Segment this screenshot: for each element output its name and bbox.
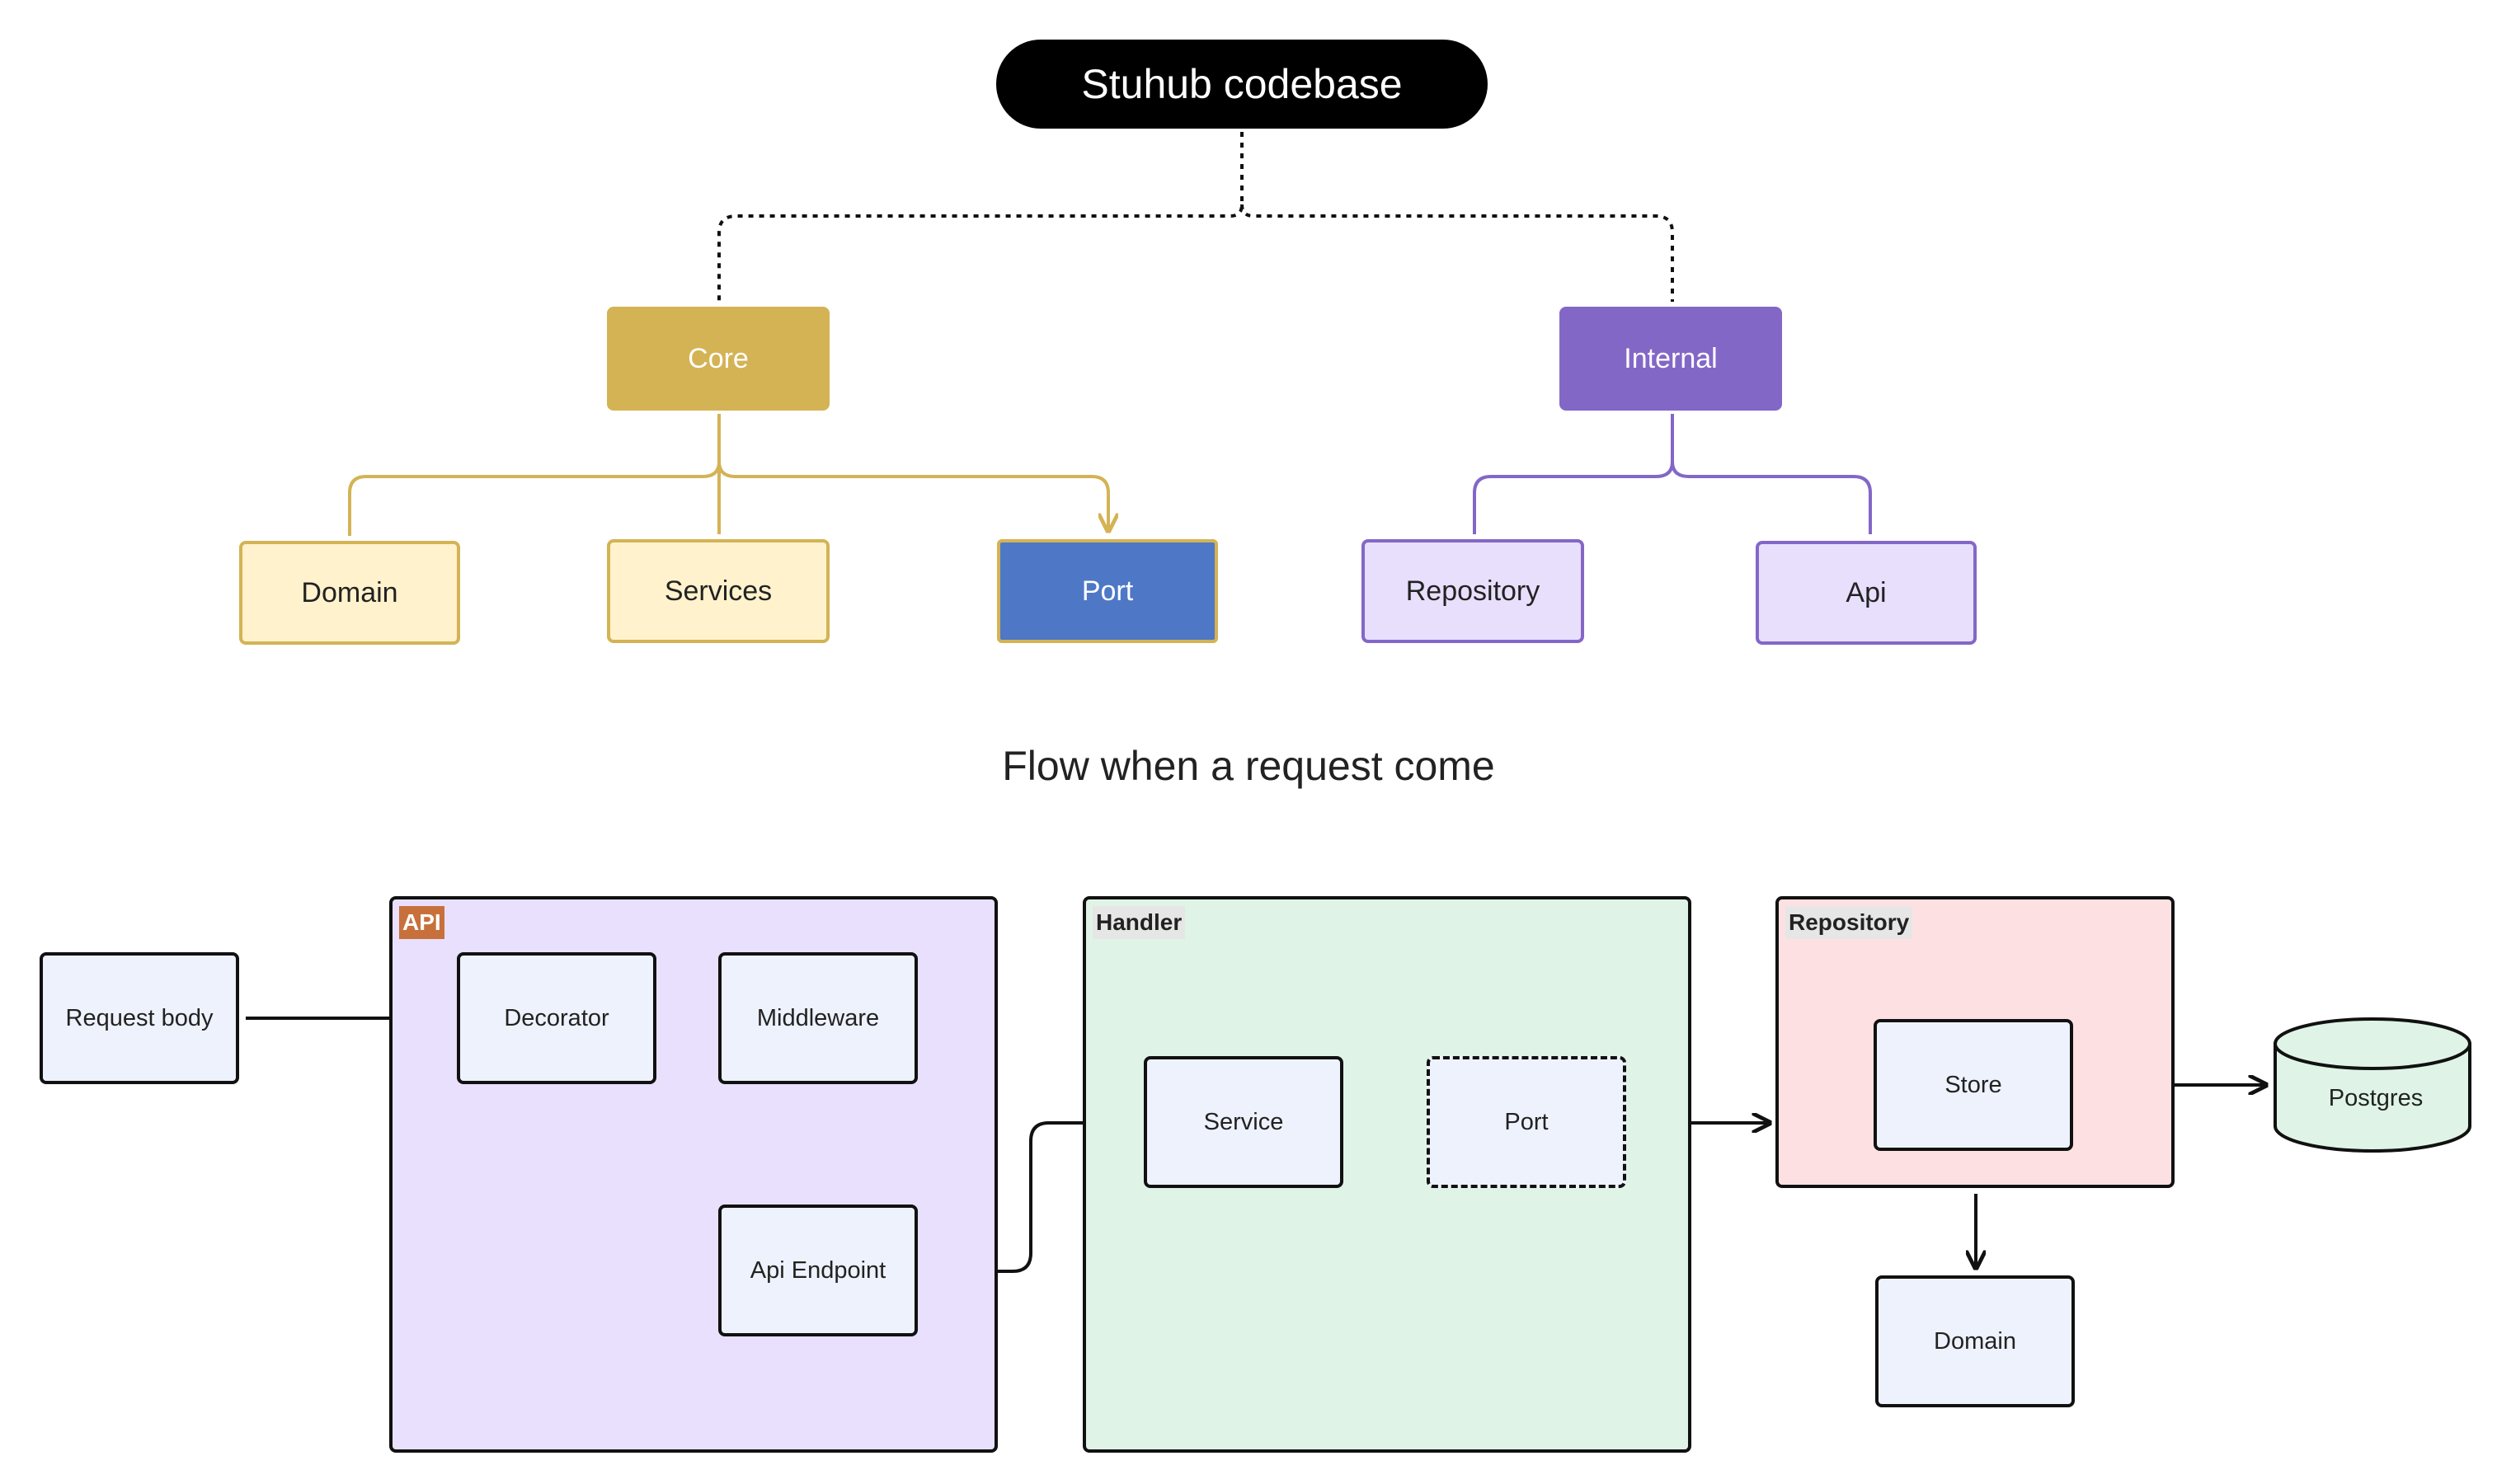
request-body-node: Request body [40,952,239,1084]
domain-node: Domain [239,541,460,645]
port-node: Port [997,539,1218,643]
api-tag: API [399,906,444,939]
internal-node: Internal [1559,307,1782,411]
store-node: Store [1874,1019,2073,1151]
port-flow-node: Port [1427,1056,1626,1188]
services-node: Services [607,539,830,643]
postgres-label: Postgres [2328,1085,2424,1111]
repository-node: Repository [1361,539,1584,643]
domain-flow-node: Domain [1875,1275,2075,1407]
core-node: Core [607,307,830,411]
flow-title: Flow when a request come [1002,743,1495,789]
api-node: Api [1756,541,1977,645]
api-endpoint-node: Api Endpoint [718,1205,918,1336]
middleware-node: Middleware [718,952,918,1084]
repository-tag: Repository [1785,906,1913,939]
service-node: Service [1144,1056,1343,1188]
root-connector [717,132,1674,302]
core-connector [348,414,1108,536]
internal-connector [1473,414,1872,534]
root-node: Stuhub codebase [996,40,1488,129]
arrow-endpoint-service [924,1123,1141,1273]
handler-tag: Handler [1093,906,1186,939]
postgres-cylinder-icon [2274,1017,2471,1153]
decorator-node: Decorator [457,952,656,1084]
